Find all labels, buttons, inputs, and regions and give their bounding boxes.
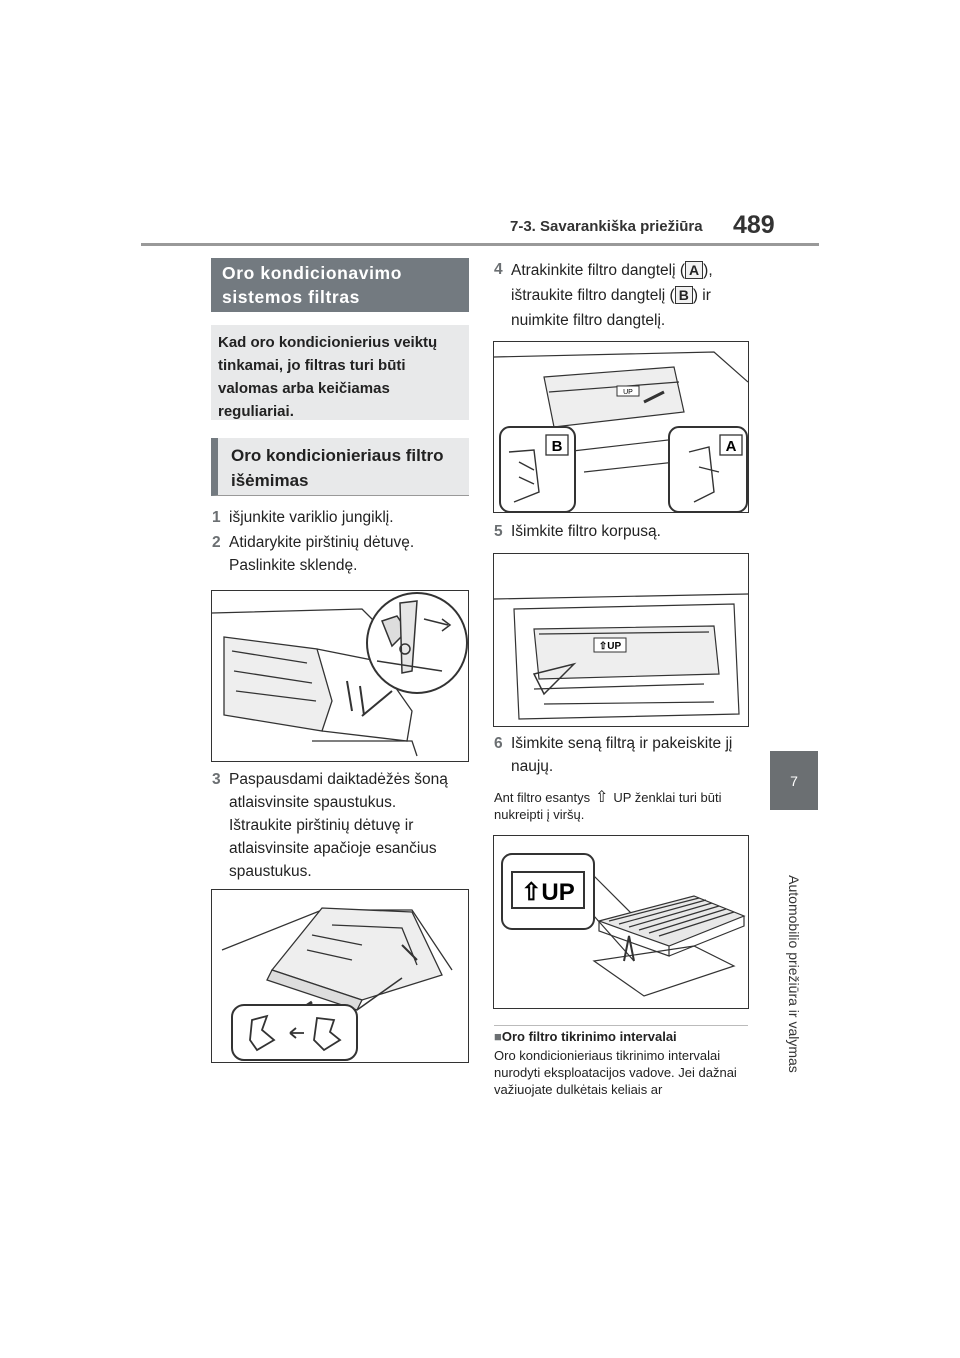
page-number: 489 (733, 211, 775, 239)
intro-box: Kad oro kondicionierius veiktų tinkamai,… (211, 325, 469, 420)
heading-filter: Oro kondicionavimo sistemos filtras (211, 258, 469, 312)
step-text-a: Atrakinkite filtro dangtelį ( (511, 262, 686, 279)
chapter-label: Automobilio priežiūra ir valymas (786, 875, 802, 1073)
label-a-box: A (685, 261, 704, 279)
step-text-c: ištraukite filtro dangtelį ( (511, 287, 675, 304)
subsection-text: Oro kondicionieriaus tikrinimo intervala… (494, 1048, 737, 1097)
figure-glovebox-damper (211, 590, 469, 762)
new-filter-illustration: ⇧UP (501, 853, 746, 997)
note-text-b: UP ženklai turi būti nukreipti į viršų. (494, 790, 722, 822)
subsection-title: ■Oro filtro tikrinimo intervalai (494, 1029, 750, 1044)
step-number: 6 (494, 735, 503, 752)
step-4: 4 Atrakinkite filtro dangtelį (A), ištrauk… (494, 258, 754, 333)
glovebox-damper-illustration (211, 592, 468, 757)
filter-cover-illustration: UP B A (493, 351, 749, 513)
step-text-2: Ištraukite pirštinių dėtuvę ir atlaisvin… (229, 817, 437, 880)
step-6: 6 Išimkite seną filtrą ir pakeiskite jį n… (494, 732, 754, 778)
subsection-rule (494, 1025, 748, 1026)
step-text-2: Paslinkite sklendę. (229, 557, 358, 574)
chapter-tab[interactable]: 7 (770, 751, 818, 810)
section-title: 7-3. Savarankiška priežiūra (510, 218, 703, 235)
square-bullet-icon: ■ (494, 1029, 502, 1044)
step-text: Išimkite seną filtrą ir pakeiskite jį na… (511, 735, 733, 775)
step-text-d: ) ir nuimkite filtro dangtelį. (511, 287, 711, 329)
note-text-a: Ant filtro esantys (494, 790, 591, 805)
label-b-box: B (674, 286, 693, 304)
filter-housing-illustration: ⇧UP (493, 593, 749, 720)
step-text: išjunkite variklio jungiklį. (229, 509, 394, 526)
up-arrow-icon: ⇧ (595, 789, 609, 806)
up-mark-housing: ⇧UP (599, 641, 622, 652)
step-number: 3 (212, 771, 221, 788)
label-a: A (726, 438, 737, 455)
step-text-b: ), (703, 262, 713, 279)
heading-removal: Oro kondicionieriaus filtro išėmimas (211, 438, 469, 496)
subsection-title-text: Oro filtro tikrinimo intervalai (501, 1029, 677, 1044)
up-mark-small: UP (623, 389, 633, 396)
step-text: Atidarykite pirštinių dėtuvę. (229, 534, 415, 551)
step-number: 1 (212, 509, 221, 526)
step-number: 4 (494, 261, 503, 278)
step-text: Išimkite filtro korpusą. (511, 523, 661, 540)
figure-new-filter: ⇧UP (493, 835, 749, 1009)
label-b: B (552, 438, 563, 455)
step-number: 2 (212, 534, 221, 551)
step-number: 5 (494, 523, 503, 540)
step-3: 3 Paspausdami daiktadėžės šoną atlaisvins… (212, 768, 468, 883)
glovebox-removal-illustration (221, 907, 453, 1061)
up-mark-large: ⇧UP (521, 879, 574, 906)
step-1: 1 išjunkite variklio jungiklį. (212, 506, 468, 529)
step-text: Paspausdami daiktadėžės šoną atlaisvinsi… (229, 771, 448, 811)
figure-filter-cover: UP B A (493, 341, 749, 513)
figure-glovebox-removal (211, 889, 469, 1063)
header-rule (141, 243, 819, 246)
up-note: Ant filtro esantys ⇧ UP ženklai turi būt… (494, 789, 750, 823)
step-2: 2 Atidarykite pirštinių dėtuvę. Paslinkite… (212, 531, 468, 577)
figure-filter-housing: ⇧UP (493, 553, 749, 727)
step-5: 5 Išimkite filtro korpusą. (494, 520, 750, 543)
